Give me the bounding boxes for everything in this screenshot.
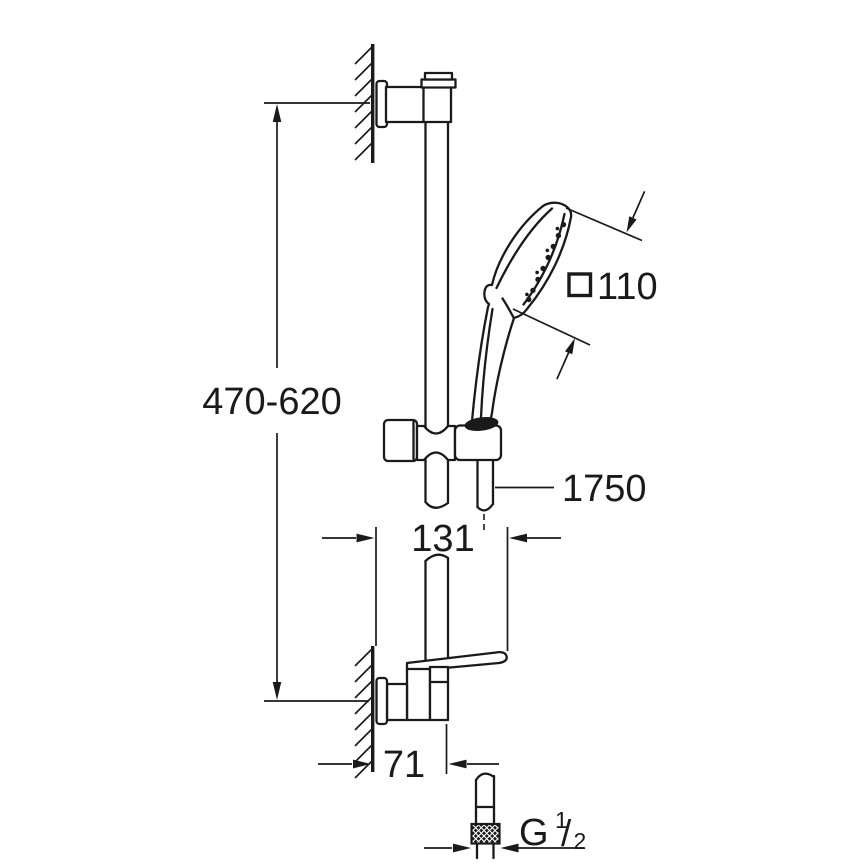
arrow-shaft — [632, 190, 646, 219]
bottom-bracket-flange — [375, 676, 389, 726]
handle-contour-line — [479, 307, 494, 419]
hand-shower — [470, 201, 573, 423]
arrow-shaft — [556, 352, 570, 380]
arrowhead-right — [353, 759, 371, 769]
arrowhead-down-left — [626, 216, 637, 233]
dimension-wall-offset: 71 — [318, 724, 499, 786]
arrowhead-right — [356, 533, 375, 543]
wall-hatch-line — [354, 695, 374, 715]
rail-cap-base — [420, 78, 457, 89]
wall-hatch-line — [354, 61, 374, 81]
wall-hatch-line — [354, 743, 374, 763]
rail-break-top — [424, 500, 450, 509]
height-range-label: 470-620 — [202, 381, 341, 423]
bottom-clamp-left — [405, 667, 432, 722]
extension-line — [512, 308, 591, 346]
wall-hatch-line — [354, 77, 374, 97]
wall-top — [354, 44, 375, 163]
bottom-wall-bracket — [375, 651, 508, 726]
wall-offset-label: 71 — [383, 744, 425, 786]
wall-hatch-line — [354, 109, 374, 129]
hose-connector — [470, 772, 501, 860]
handle-end-ferrule — [464, 417, 499, 431]
wall-hatch-line — [354, 125, 374, 145]
square-symbol — [567, 272, 593, 298]
hose-length-label: 1750 — [562, 468, 647, 510]
arrowhead-left — [500, 843, 519, 853]
wall-hatch-line — [354, 759, 374, 779]
wall-bottom — [354, 646, 375, 779]
arrowhead-up — [272, 104, 282, 122]
head-size-label: 110 — [597, 266, 658, 308]
slider-holder — [382, 417, 503, 463]
shower-hose-upper — [476, 458, 495, 533]
wall-hatch-line — [354, 663, 374, 683]
dimension-head-size: 110 — [512, 190, 658, 380]
spray-nozzle-dots — [525, 221, 567, 303]
wall-hatch-line — [354, 647, 374, 667]
bottom-clamp-right — [428, 665, 450, 722]
knurled-nut — [470, 822, 501, 845]
wall-hatch-line — [354, 679, 374, 699]
thread-fraction-slash: / — [561, 813, 572, 854]
neck-line — [501, 297, 515, 319]
shower-rail — [424, 120, 450, 670]
arrowhead-down — [272, 682, 282, 700]
thread-prefix-label: G — [519, 812, 549, 854]
rail-break-bottom — [424, 553, 450, 563]
tray-depth-label: 131 — [411, 518, 474, 560]
head-side-band-line — [495, 207, 554, 290]
rail-cap-top — [423, 71, 454, 81]
connector-break — [474, 772, 496, 782]
thread-numerator-label: 1 — [555, 807, 568, 833]
bottom-bracket-body — [385, 682, 409, 722]
thread-denominator-label: 2 — [574, 828, 587, 854]
dimension-hose-length: 1750 — [495, 468, 647, 510]
wall-hatch-line — [354, 141, 374, 161]
dimension-height-range: 470-620 — [202, 102, 370, 702]
dimension-tray-depth: 131 — [322, 518, 561, 651]
wall-hatch-line — [354, 711, 374, 731]
dimension-thread-size: G 1 / 2 — [424, 807, 586, 854]
holder-knob — [382, 418, 419, 463]
extension-line — [565, 207, 643, 242]
arrowhead-left — [448, 759, 467, 769]
wall-hatch-line — [354, 45, 374, 65]
holder-clamp-body — [415, 424, 457, 462]
arrowhead-left — [509, 533, 527, 543]
soap-tray — [405, 651, 508, 672]
arrowhead-up-right — [565, 338, 575, 355]
hose-break — [476, 502, 495, 512]
top-bracket-body — [384, 85, 453, 124]
top-wall-bracket — [375, 71, 457, 129]
wall-hatch-line — [354, 727, 374, 747]
arrowhead-right — [453, 843, 471, 853]
